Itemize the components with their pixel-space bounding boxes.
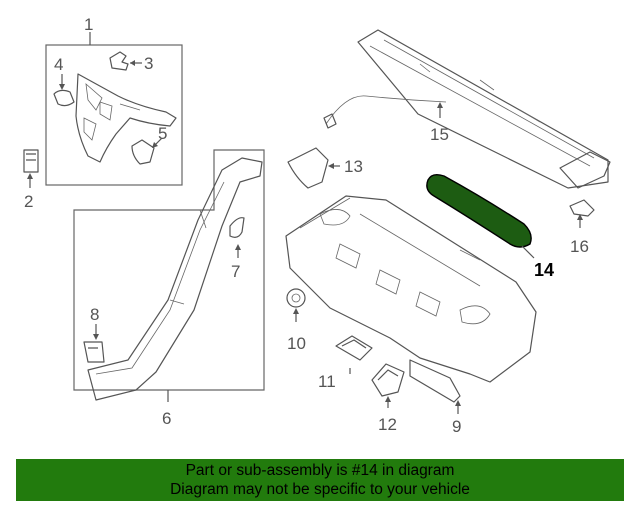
part-8-clip[interactable] [83, 341, 105, 363]
callout-12[interactable]: 12 [378, 415, 397, 434]
callout-13[interactable]: 13 [344, 157, 363, 176]
group-box-1 [45, 44, 183, 186]
part-4-cap[interactable] [53, 89, 75, 107]
callout-9[interactable]: 9 [452, 417, 461, 436]
callout-4[interactable]: 4 [54, 55, 63, 74]
info-banner: Part or sub-assembly is #14 in diagram D… [16, 459, 624, 501]
callout-15[interactable]: 15 [430, 125, 449, 144]
part-10-grommet[interactable] [286, 288, 306, 308]
group-box-6 [73, 149, 265, 391]
callout-1[interactable]: 1 [84, 15, 93, 34]
part-15-frame[interactable] [323, 29, 611, 189]
callout-5[interactable]: 5 [158, 124, 167, 143]
callout-14[interactable]: 14 [534, 260, 554, 280]
callout-10[interactable]: 10 [287, 334, 306, 353]
quarter-trim-upper[interactable] [75, 73, 177, 163]
pillar-trim[interactable] [87, 157, 263, 401]
banner-line-1: Part or sub-assembly is #14 in diagram [185, 462, 455, 479]
callout-2[interactable]: 2 [24, 192, 33, 211]
part-5-clip[interactable] [131, 139, 155, 165]
part-12-vent[interactable] [371, 363, 405, 397]
part-3-clip[interactable] [109, 51, 129, 71]
part-14-highlighted-trim[interactable] [426, 173, 532, 248]
part-13-cover[interactable] [287, 147, 329, 189]
callout-16[interactable]: 16 [570, 237, 589, 256]
callout-8[interactable]: 8 [90, 305, 99, 324]
part-9-package-tray[interactable] [285, 195, 537, 403]
part-2-block[interactable] [23, 149, 39, 173]
part-16-bracket[interactable] [569, 199, 595, 217]
callout-11[interactable]: 11 [318, 372, 336, 391]
callout-6[interactable]: 6 [162, 409, 171, 428]
callout-7[interactable]: 7 [231, 262, 240, 281]
banner-line-2: Diagram may not be specific to your vehi… [170, 481, 470, 498]
part-7-clip[interactable] [229, 217, 245, 238]
part-11-vent[interactable] [335, 335, 373, 361]
callout-3[interactable]: 3 [144, 54, 153, 73]
